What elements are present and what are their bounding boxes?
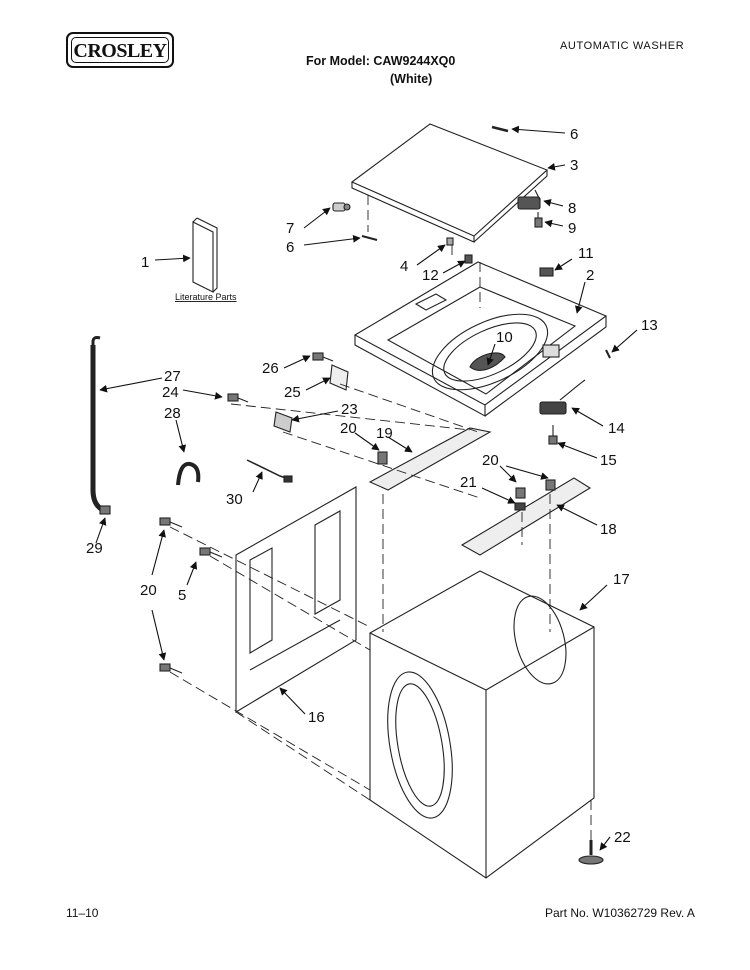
callout-8: 8 <box>568 200 576 217</box>
callout-20-b: 20 <box>482 452 499 469</box>
callout-3: 3 <box>570 157 578 174</box>
lid-lock-switch-part <box>539 379 586 415</box>
callout-2: 2 <box>586 267 594 284</box>
rear-brace-part <box>460 477 592 556</box>
callout-26: 26 <box>262 360 279 377</box>
callout-4: 4 <box>400 258 408 275</box>
callout-23: 23 <box>341 401 358 418</box>
callout-17: 17 <box>613 571 630 588</box>
callout-labels: 6 3 8 9 7 6 4 12 11 2 13 10 14 15 1 26 2… <box>86 126 658 846</box>
callout-27: 27 <box>164 368 181 385</box>
callout-5: 5 <box>178 587 186 604</box>
callout-30: 30 <box>226 491 243 508</box>
screw-part-15 <box>548 425 558 445</box>
literature-parts-booklet <box>192 217 218 293</box>
clip-part-12 <box>464 254 473 264</box>
callout-7: 7 <box>286 220 294 237</box>
callout-10: 10 <box>496 329 513 346</box>
screw-part-20-lower <box>159 663 183 674</box>
callout-12: 12 <box>422 267 439 284</box>
lid-bumper-part <box>446 237 454 246</box>
callout-25: 25 <box>284 384 301 401</box>
callout-11: 11 <box>578 245 594 262</box>
crosley-logo: CROSLEY <box>66 32 174 68</box>
cabinet-part <box>369 570 595 879</box>
clip-part-23 <box>273 411 293 433</box>
callout-9: 9 <box>568 220 576 237</box>
front-brace-part <box>368 427 492 491</box>
callout-29: 29 <box>86 540 103 557</box>
revision-date: 11–10 <box>66 906 99 920</box>
leveling-leg-part <box>578 840 604 865</box>
drain-hose-connector-part <box>176 461 201 486</box>
callout-24: 24 <box>162 384 179 401</box>
hinge-pin-part <box>491 125 509 133</box>
callout-19: 19 <box>376 425 393 442</box>
screw-part-9 <box>534 212 543 228</box>
screw-part-20-upper <box>159 517 183 528</box>
lid-part <box>350 123 549 243</box>
callout-6-top: 6 <box>570 126 578 143</box>
color-variant: (White) <box>390 72 433 86</box>
hinge-part <box>332 202 351 212</box>
part-number: Part No. W10362729 Rev. A <box>545 906 695 920</box>
top-panel-part <box>353 261 608 417</box>
brand-logo-text: CROSLEY <box>71 37 169 63</box>
callout-13: 13 <box>641 317 658 334</box>
callout-21: 21 <box>460 474 477 491</box>
screw-part-13 <box>605 349 611 359</box>
bracket-part-25 <box>329 364 349 391</box>
callout-18: 18 <box>600 521 617 538</box>
callout-14: 14 <box>608 420 625 437</box>
model-line: For Model: CAW9244XQ0 <box>306 54 456 68</box>
callout-16: 16 <box>308 709 325 726</box>
switch-actuator-part <box>539 267 554 277</box>
screw-part-26 <box>312 352 334 362</box>
callout-1: 1 <box>141 254 149 271</box>
callout-15: 15 <box>600 452 617 469</box>
screw-part-24 <box>227 393 249 403</box>
hose-clamp-part <box>99 505 111 515</box>
callout-6-left: 6 <box>286 239 294 256</box>
callout-28: 28 <box>164 405 181 422</box>
drain-hose-part <box>90 345 105 513</box>
screw-part-5 <box>199 547 223 558</box>
hinge-pin-part-left <box>361 235 378 241</box>
callout-22: 22 <box>614 829 631 846</box>
product-type: AUTOMATIC WASHER <box>560 40 685 52</box>
rear-panel-part <box>235 486 357 713</box>
literature-parts-label: Literature Parts <box>175 292 237 302</box>
lid-switch-part <box>517 189 541 210</box>
callout-20-c: 20 <box>140 582 157 599</box>
callout-20-a: 20 <box>340 420 357 437</box>
